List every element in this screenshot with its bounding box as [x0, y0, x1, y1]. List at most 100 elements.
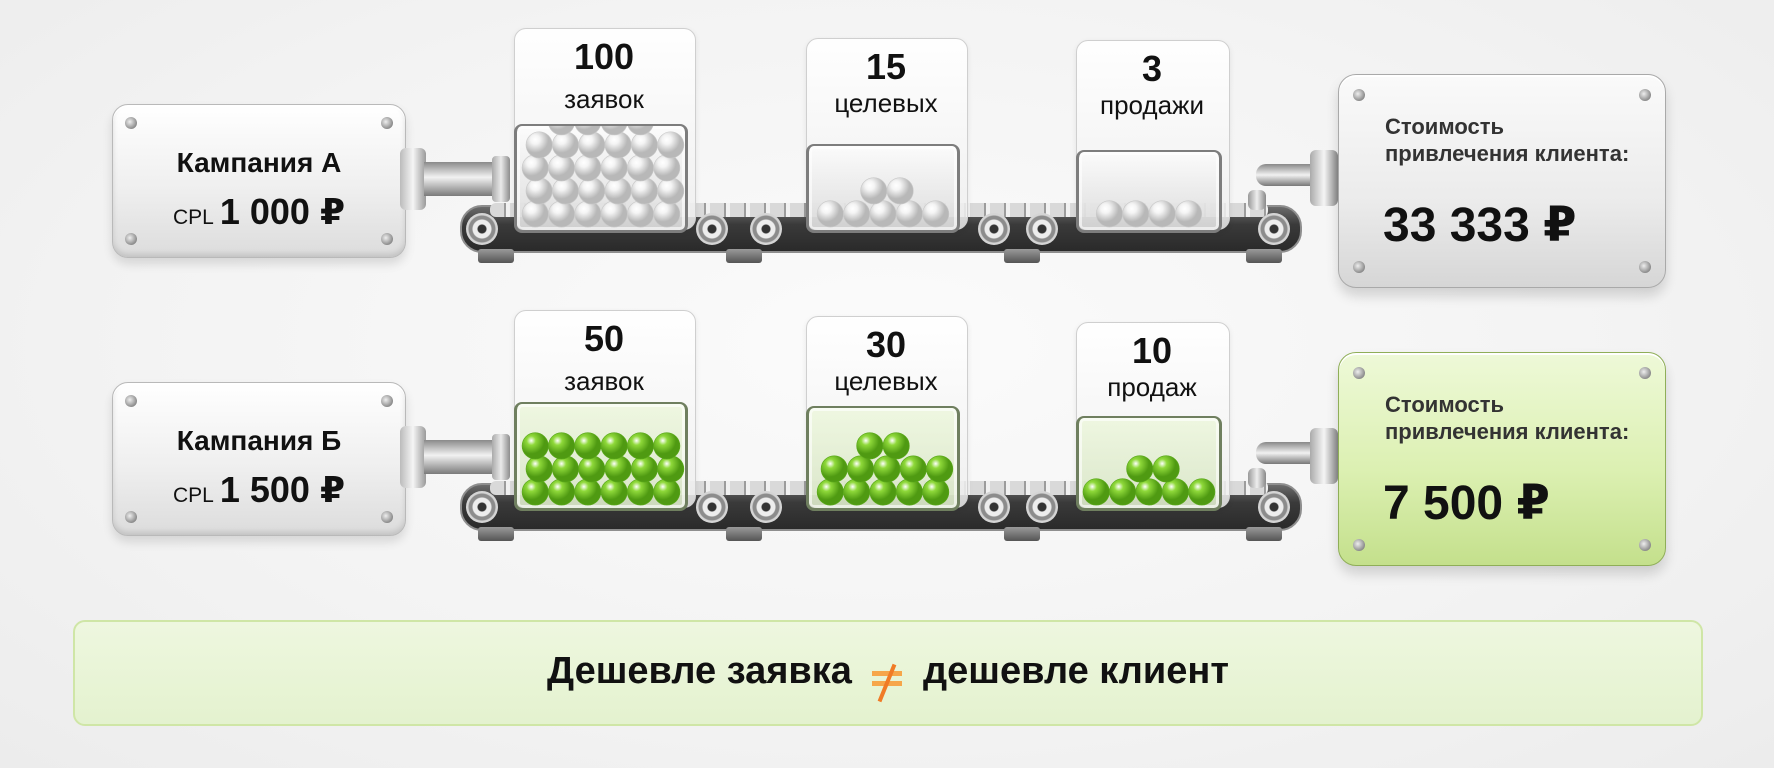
ball: [548, 478, 575, 506]
result-box-b: Стоимость привлечения клиента: 7 500 ₽: [1338, 352, 1666, 566]
wheel-icon: [466, 213, 498, 245]
conveyor-foot: [478, 249, 514, 263]
screw-icon: [381, 233, 393, 245]
ball: [657, 455, 685, 483]
ball: [627, 432, 654, 460]
bin-number: 3: [1141, 48, 1163, 89]
ball: [860, 177, 888, 205]
bin-glass: [514, 124, 688, 233]
ball: [882, 432, 910, 460]
conveyor-foot: [1246, 249, 1282, 263]
ball: [820, 455, 848, 483]
ball: [600, 432, 628, 460]
balls-group: [816, 432, 954, 506]
ball: [548, 200, 575, 228]
result-box-a: Стоимость привлечения клиента: 33 333 ₽: [1338, 74, 1666, 288]
ball: [922, 478, 950, 506]
ball: [843, 478, 871, 506]
bin-number: 15: [865, 46, 907, 87]
shaft-coupling: [400, 426, 510, 488]
ball: [627, 478, 654, 506]
ball: [548, 126, 575, 136]
bin-number: 100: [573, 36, 635, 77]
bin-word: целевых: [834, 366, 938, 396]
bin-glass: [514, 402, 688, 511]
wheel-icon: [1026, 213, 1058, 245]
ball: [552, 131, 579, 159]
cpl-label: CPL: [173, 206, 214, 229]
ball: [653, 478, 681, 506]
wheel-icon: [978, 491, 1010, 523]
ball: [856, 432, 884, 460]
ball: [578, 131, 606, 159]
conclusion-banner: Дешевле заявка дешевле клиент: [73, 620, 1703, 726]
balls-group: [521, 126, 685, 228]
bin-word: заявок: [564, 84, 644, 114]
ball: [575, 126, 601, 136]
ball: [926, 455, 954, 483]
ball: [847, 455, 875, 483]
ball: [574, 432, 602, 460]
screw-icon: [1353, 539, 1365, 551]
ball: [1126, 455, 1154, 483]
wheel-icon: [1258, 491, 1290, 523]
ball: [1095, 200, 1123, 228]
ball: [1122, 200, 1150, 228]
cpl-label: CPL: [173, 484, 214, 507]
wheel-icon: [696, 491, 728, 523]
ball: [1148, 200, 1176, 228]
bin-glass: [806, 406, 960, 511]
wheel-icon: [978, 213, 1010, 245]
ball: [869, 478, 897, 506]
balls-group: [816, 177, 950, 228]
ball: [886, 177, 914, 205]
ball: [653, 432, 681, 460]
outlet-pipe: [1248, 150, 1344, 210]
conveyor-foot: [726, 249, 762, 263]
screw-icon: [381, 117, 393, 129]
ball: [843, 200, 871, 228]
bin-glass: [1076, 150, 1222, 233]
ball: [604, 455, 632, 483]
bin-glass: [1076, 416, 1222, 511]
conclusion-text: Дешевле заявка дешевле клиент: [75, 650, 1701, 703]
ball: [899, 455, 927, 483]
ball: [630, 131, 658, 159]
ball: [653, 154, 681, 182]
screw-icon: [1639, 367, 1651, 379]
ball: [574, 200, 602, 228]
conveyor-foot: [478, 527, 514, 541]
ball: [521, 432, 549, 460]
ball: [1135, 478, 1163, 506]
screw-icon: [125, 233, 137, 245]
ball: [816, 200, 844, 228]
outlet-pipe: [1248, 428, 1344, 488]
balls-group: [521, 432, 685, 506]
result-label: Стоимость привлечения клиента:: [1385, 114, 1630, 166]
bin-word: заявок: [564, 366, 644, 396]
ball: [627, 200, 654, 228]
bin-leads: 50 заявок: [514, 310, 696, 511]
screw-icon: [381, 511, 393, 523]
screw-icon: [1639, 89, 1651, 101]
wheel-icon: [696, 213, 728, 245]
conveyor-foot: [1004, 527, 1040, 541]
ball: [869, 200, 897, 228]
cpl-value: 1 500 ₽: [219, 469, 345, 510]
ball: [895, 200, 923, 228]
bin-glass: [806, 144, 960, 233]
ball: [1109, 478, 1137, 506]
ball: [574, 478, 602, 506]
ball: [578, 177, 606, 205]
screw-icon: [1353, 89, 1365, 101]
ball: [552, 177, 579, 205]
ball: [895, 478, 923, 506]
bin-number: 50: [583, 318, 625, 359]
bin-sales: 3 продажи: [1076, 40, 1230, 233]
conclusion-left: Дешевле заявка: [547, 650, 852, 692]
ball: [548, 154, 575, 182]
ball: [521, 478, 549, 506]
conveyor-foot: [1246, 527, 1282, 541]
ball: [873, 455, 901, 483]
